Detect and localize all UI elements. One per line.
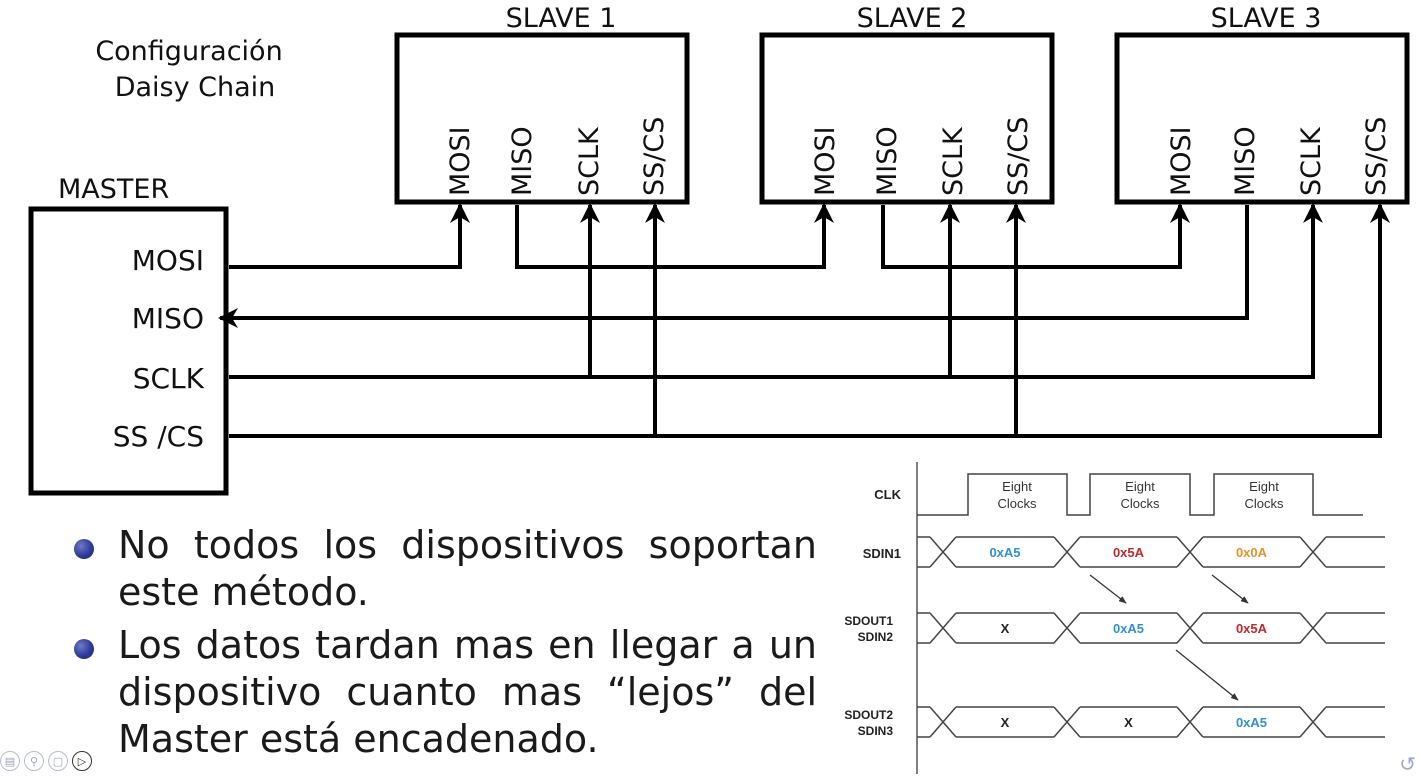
diagram-title-line-1: Configuración <box>95 36 282 67</box>
signal-sdout1: SDOUT1 <box>844 614 893 628</box>
master-pin-sclk: SCLK <box>133 362 205 395</box>
master-box <box>28 206 229 496</box>
master-pin-miso: MISO <box>132 302 204 335</box>
signal-sdin3: SDIN3 <box>858 724 894 738</box>
slave-3-pin-mosi: MOSI <box>1166 126 1197 196</box>
wire-slave3-miso-to-master <box>218 205 1249 328</box>
wire-slave2-miso-to-slave3 <box>881 203 1190 269</box>
slave-1-pin-mosi: MOSI <box>445 126 476 196</box>
bus-row-1-value-3: 0x0A <box>1236 545 1268 560</box>
signal-sdin2: SDIN2 <box>858 630 894 644</box>
slave-1-block: SLAVE 1 MOSI MISO SCLK SS/CS <box>394 3 690 205</box>
nav-return-icon[interactable]: ↺ <box>1399 752 1416 776</box>
clk-pulse-1-line-2: Clocks <box>997 496 1037 511</box>
clk-pulse-1-line-1: Eight <box>1002 479 1032 494</box>
slave-3-block: SLAVE 3 MOSI MISO SCLK SS/CS <box>1114 3 1410 205</box>
clk-pulse-2-line-2: Clocks <box>1120 496 1160 511</box>
bus-row-3-value-1: X <box>1001 715 1010 730</box>
diagram-title: Configuración Daisy Chain <box>95 36 282 103</box>
wire-slave1-miso-to-slave2 <box>515 203 834 269</box>
slave-2-label: SLAVE 2 <box>857 3 968 34</box>
signal-sdin1: SDIN1 <box>863 546 901 561</box>
wiring <box>218 203 1390 438</box>
bus-row-1-value-2: 0x5A <box>1113 545 1145 560</box>
slave-3-pin-sclk: SCLK <box>1296 126 1327 196</box>
clk-pulse-3-line-1: Eight <box>1249 479 1279 494</box>
signal-sdout2: SDOUT2 <box>844 708 893 722</box>
slave-2-pin-sscs: SS/CS <box>1003 117 1034 196</box>
bullet-icon <box>74 539 94 559</box>
slide-navigation: ▤ ⚲ ▢ ▷ <box>0 748 92 774</box>
master-block: MASTER MOSI MISO SCLK SS /CS <box>28 174 229 496</box>
slave-2-box <box>759 32 1055 205</box>
clk-pulse-3-line-2: Clocks <box>1244 496 1284 511</box>
signal-clk: CLK <box>874 487 901 502</box>
master-pin-sscs: SS /CS <box>113 420 204 453</box>
nav-frame-icon[interactable]: ▢ <box>48 751 68 771</box>
wire-sclk-bus <box>229 203 1323 379</box>
slave-3-box <box>1114 32 1410 205</box>
bus-row-2-value-1: X <box>1001 621 1010 636</box>
slave-2-pin-miso: MISO <box>872 126 903 196</box>
bus-row-3-value-3: 0xA5 <box>1236 715 1267 730</box>
bullet-item-1: No todos los dispositivos soportan este … <box>72 522 817 616</box>
bus-row-2-value-2: 0xA5 <box>1113 621 1144 636</box>
wire-sscs-bus <box>229 203 1390 438</box>
master-label: MASTER <box>58 174 169 205</box>
slave-1-box <box>394 32 690 205</box>
slave-3-pin-sscs: SS/CS <box>1361 117 1392 196</box>
slave-2-pin-mosi: MOSI <box>810 126 841 196</box>
bus-row-3-value-2: X <box>1124 715 1133 730</box>
bus-row-2-outline <box>917 612 1385 644</box>
bus-row-3-outline <box>917 706 1385 738</box>
bullet-text-2: Los datos tardan mas en llegar a un disp… <box>118 623 817 761</box>
clk-pulse-2-line-1: Eight <box>1125 479 1155 494</box>
nav-document-icon[interactable]: ▤ <box>0 751 20 771</box>
bullet-item-2: Los datos tardan mas en llegar a un disp… <box>72 622 817 763</box>
slave-2-block: SLAVE 2 MOSI MISO SCLK SS/CS <box>759 3 1055 205</box>
slave-3-label: SLAVE 3 <box>1211 3 1322 34</box>
bus-row-1-outline <box>917 536 1385 568</box>
bus-row-1-value-1: 0xA5 <box>989 545 1020 560</box>
bus-row-2-value-3: 0x5A <box>1236 621 1268 636</box>
slave-3-pin-miso: MISO <box>1230 126 1261 196</box>
arrow-a5-sdin1-to-sdin2 <box>1089 574 1127 604</box>
clk-waveform <box>917 473 1363 516</box>
slave-2-pin-sclk: SCLK <box>938 126 969 196</box>
slave-1-pin-sscs: SS/CS <box>639 117 670 196</box>
master-pin-mosi: MOSI <box>132 244 204 277</box>
bus-rows: 0xA5 0x5A 0x0A X 0xA5 0x5A X X 0xA5 <box>917 536 1385 738</box>
bullet-text-1: No todos los dispositivos soportan este … <box>118 523 817 614</box>
slave-1-pin-sclk: SCLK <box>574 126 605 196</box>
bullet-icon <box>74 639 94 659</box>
slave-1-label: SLAVE 1 <box>506 3 617 34</box>
nav-video-icon[interactable]: ▷ <box>72 751 92 771</box>
bullet-list: No todos los dispositivos soportan este … <box>72 522 817 769</box>
arrow-5a-sdin1-to-sdin2 <box>1211 574 1249 604</box>
wire-master-mosi-to-slave1 <box>229 203 470 269</box>
nav-search-icon[interactable]: ⚲ <box>24 751 44 771</box>
slave-1-pin-miso: MISO <box>507 126 538 196</box>
arrow-a5-sdin2-to-sdin3 <box>1175 649 1239 701</box>
timing-diagram: CLK SDIN1 SDOUT1 SDIN2 SDOUT2 SDIN3 Eigh… <box>844 462 1385 774</box>
diagram-title-line-2: Daisy Chain <box>115 72 276 103</box>
propagation-arrows <box>1089 574 1249 701</box>
